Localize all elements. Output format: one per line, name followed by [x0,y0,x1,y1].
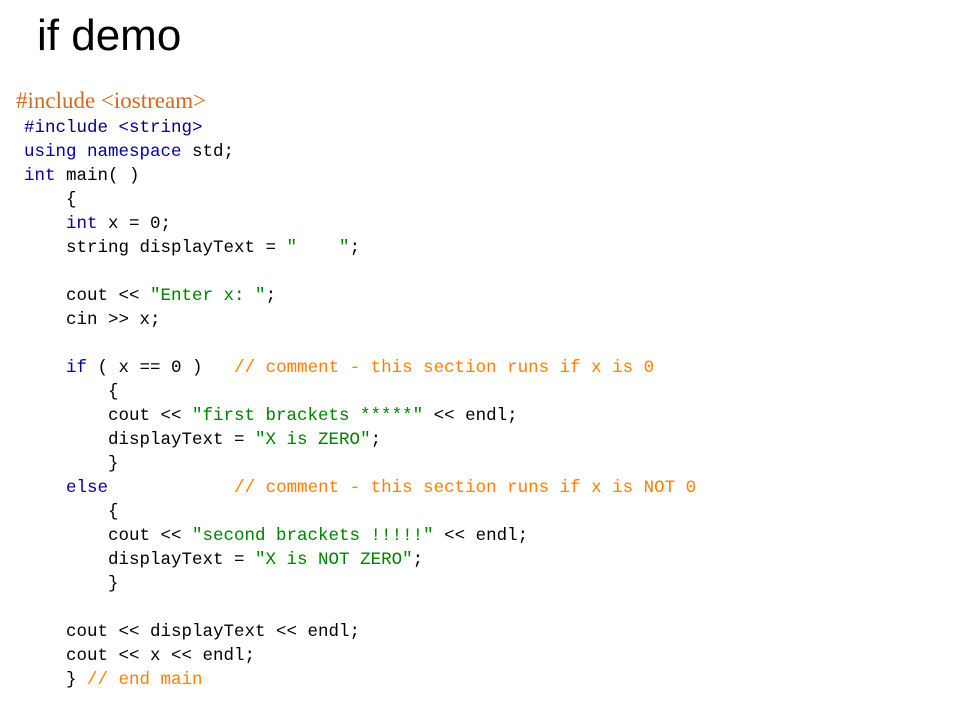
code-line [24,260,696,284]
code-token: "first brackets *****" [192,406,424,426]
code-token: { [24,190,77,210]
code-token: } [24,574,119,594]
code-token: " " [286,238,350,258]
code-token: cout << [24,286,151,306]
code-line: cout << displayText << endl; [24,620,696,644]
code-line: { [24,500,696,524]
code-token: ; [265,286,277,306]
code-line: { [24,188,696,212]
code-token: displayText = [24,550,256,570]
code-token: if [66,358,88,378]
code-block: #include <string>using namespace std;int… [24,116,696,692]
code-token: { [24,502,119,522]
code-token: int [66,214,98,234]
code-token: cin >> x; [24,310,161,330]
code-token: cout << [24,406,193,426]
code-line: displayText = "X is NOT ZERO"; [24,548,696,572]
code-line: cin >> x; [24,308,696,332]
code-line: } // end main [24,668,696,692]
code-line: { [24,380,696,404]
code-token: ; [349,238,361,258]
code-token: ; [412,550,424,570]
code-token: #include <string> [24,118,203,138]
code-line: string displayText = " "; [24,236,696,260]
code-token: } [24,670,88,690]
code-token [24,478,66,498]
code-token: int [24,166,56,186]
include-iostream-line: #include <iostream> [16,88,207,113]
code-token [108,478,234,498]
code-token: // end main [87,670,203,690]
slide-title: if demo [37,11,182,60]
code-token: "X is NOT ZERO" [255,550,413,570]
code-token: } [24,454,119,474]
code-token: << endl; [423,406,518,426]
code-token: string displayText = [24,238,287,258]
code-token: ; [370,430,382,450]
code-line: using namespace std; [24,140,696,164]
code-line: } [24,572,696,596]
code-token: "Enter x: " [150,286,266,306]
code-line [24,332,696,356]
code-token: else [66,478,109,498]
code-line: displayText = "X is ZERO"; [24,428,696,452]
code-token [24,358,66,378]
code-line: cout << x << endl; [24,644,696,668]
code-token: "X is ZERO" [255,430,371,450]
code-line: cout << "first brackets *****" << endl; [24,404,696,428]
code-token: cout << [24,526,193,546]
code-token [24,214,66,234]
code-token: x = 0; [97,214,172,234]
code-line [24,596,696,620]
code-line: int main( ) [24,164,696,188]
code-token: cout << displayText << endl; [24,622,361,642]
code-token: using namespace [24,142,182,162]
code-line: #include <string> [24,116,696,140]
code-token: ( x == 0 ) [87,358,235,378]
code-token: cout << x << endl; [24,646,256,666]
code-line: cout << "second brackets !!!!!" << endl; [24,524,696,548]
code-line: else // comment - this section runs if x… [24,476,696,500]
code-token: // comment - this section runs if x is N… [234,478,697,498]
code-token: displayText = [24,430,256,450]
code-line: } [24,452,696,476]
code-token: main( ) [55,166,140,186]
code-token: << endl; [433,526,529,546]
code-token: { [24,382,119,402]
code-line: if ( x == 0 ) // comment - this section … [24,356,696,380]
code-token: // comment - this section runs if x is 0 [234,358,655,378]
code-line: int x = 0; [24,212,696,236]
code-token: std; [181,142,235,162]
code-line: cout << "Enter x: "; [24,284,696,308]
code-token: "second brackets !!!!!" [192,526,434,546]
